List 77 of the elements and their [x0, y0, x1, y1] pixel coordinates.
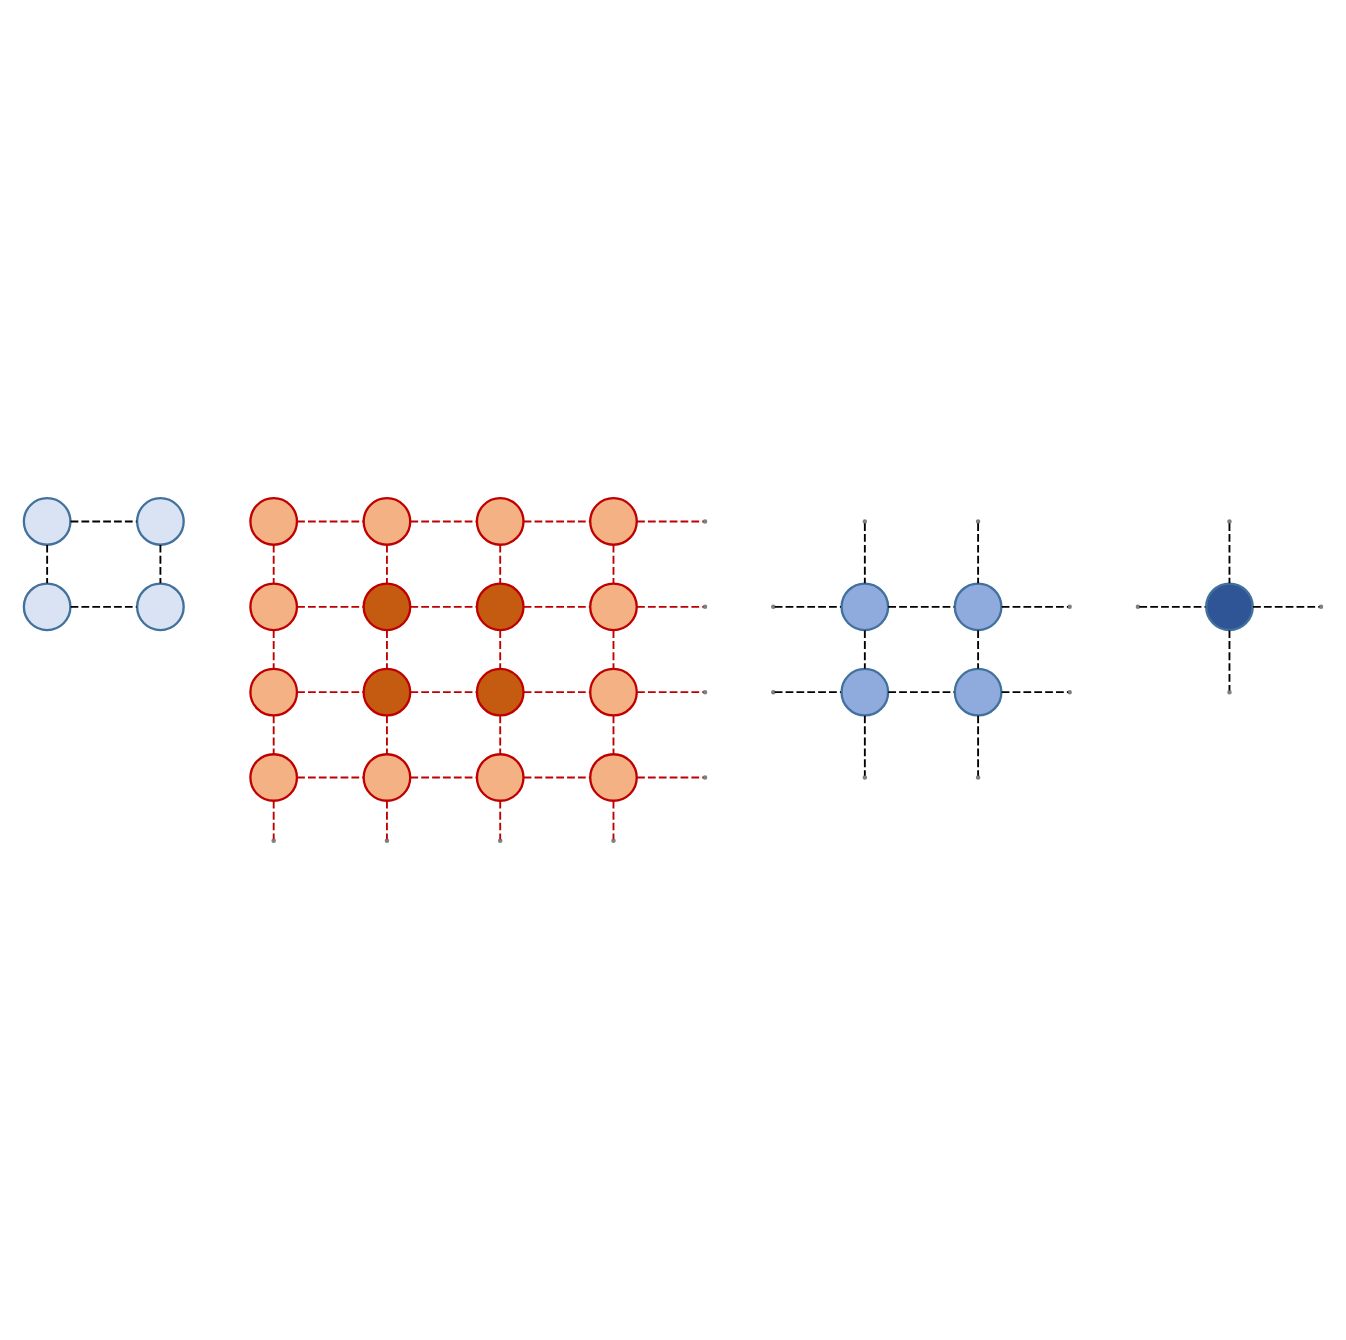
connector: [386, 714, 388, 755]
connector: [887, 605, 956, 608]
connector: [863, 714, 866, 777]
node-circle: [362, 497, 412, 546]
node-circle: [475, 667, 525, 717]
connector: [977, 522, 980, 585]
connector: [612, 629, 615, 670]
node-circle: [589, 667, 638, 717]
node-circle: [249, 497, 299, 546]
connector: [409, 605, 478, 608]
connector: [409, 520, 478, 523]
connector: [1000, 605, 1069, 608]
connector: [159, 544, 162, 585]
node-circle: [475, 582, 525, 632]
connector: [409, 776, 478, 779]
connector: [612, 544, 615, 585]
connector: [887, 691, 956, 694]
connector: [386, 544, 388, 585]
connector: [272, 799, 275, 841]
connector: [977, 629, 980, 670]
connector: [636, 776, 705, 779]
node-circle: [475, 753, 525, 802]
node-circle: [249, 667, 299, 717]
node-circle: [589, 753, 638, 802]
connector: [296, 776, 364, 779]
node-circle: [840, 582, 890, 632]
node-circle: [589, 582, 638, 632]
connector: [863, 522, 866, 585]
node-circle: [362, 582, 412, 632]
connector: [522, 520, 591, 523]
node-circle: [362, 753, 412, 802]
node-circle: [362, 667, 412, 717]
connector: [386, 629, 388, 670]
connector: [1138, 605, 1207, 608]
connector: [69, 520, 138, 523]
connector: [499, 629, 502, 670]
node-circle: [953, 582, 1003, 632]
connector: [863, 629, 866, 670]
connector: [499, 714, 502, 755]
connector: [636, 520, 705, 523]
node-circle: [22, 582, 72, 632]
connector: [612, 714, 615, 755]
connector: [499, 544, 502, 585]
connector: [773, 691, 842, 694]
connector: [612, 799, 615, 841]
node-circle: [1205, 582, 1254, 632]
connector: [522, 691, 591, 694]
connector: [522, 776, 591, 779]
node-circle: [589, 497, 638, 546]
connector: [1000, 691, 1069, 694]
node-circle: [249, 582, 299, 632]
connector: [69, 605, 138, 608]
connector: [46, 544, 49, 585]
connector: [1228, 522, 1231, 585]
connector: [296, 520, 364, 523]
node-circle: [249, 753, 299, 802]
connector: [386, 799, 388, 841]
connector: [636, 605, 705, 608]
node-circle: [135, 582, 185, 632]
connector: [272, 629, 275, 670]
connector: [296, 605, 364, 608]
connector: [272, 714, 275, 755]
connector: [773, 605, 842, 608]
connector: [636, 691, 705, 694]
connector: [977, 714, 980, 777]
connector: [499, 799, 502, 841]
node-circle: [840, 667, 890, 717]
connector: [1252, 605, 1321, 608]
node-circle: [135, 497, 185, 546]
connector: [409, 691, 478, 694]
node-circle: [475, 497, 525, 546]
connector: [522, 605, 591, 608]
node-circle: [22, 497, 72, 546]
node-circle: [953, 667, 1003, 717]
connector: [296, 691, 364, 694]
connector: [272, 544, 275, 585]
connector: [1228, 629, 1231, 692]
